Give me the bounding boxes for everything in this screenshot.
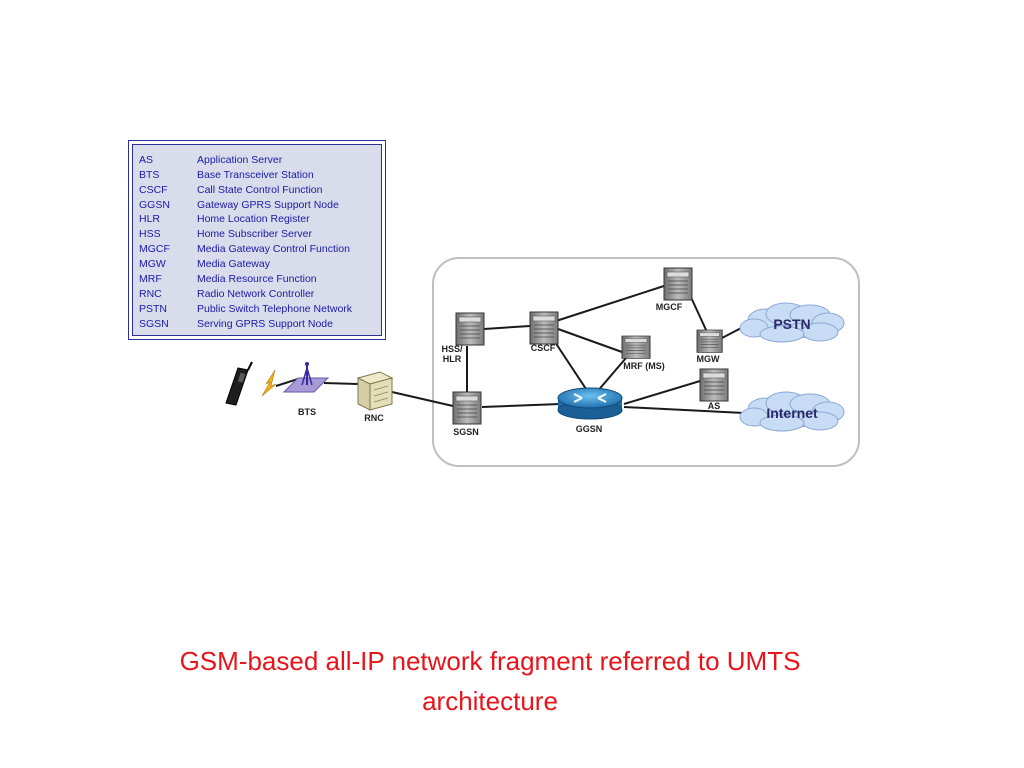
link-bts-rnc (323, 382, 359, 385)
link-sgsn-ggsn (481, 403, 561, 408)
legend-full: Call State Control Function (197, 184, 323, 196)
hss-label-line2: HLR (443, 354, 462, 364)
cscf-server-icon (529, 311, 559, 345)
legend-full: Media Resource Function (197, 273, 317, 285)
link-ggsn-internet (623, 406, 745, 414)
mrf-server-icon (621, 335, 651, 359)
mobile-handset-icon (225, 361, 253, 406)
link-ggsn-as (623, 380, 701, 405)
legend-full: Home Subscriber Server (197, 228, 312, 240)
mrf-label: MRF (MS) (623, 361, 665, 371)
ggsn-label: GGSN (576, 424, 603, 434)
legend-abbr: HLR (139, 213, 161, 225)
legend-full: Gateway GPRS Support Node (197, 199, 339, 211)
cscf-label: CSCF (531, 343, 556, 353)
legend-full: Media Gateway Control Function (197, 243, 350, 255)
hss-label-line1: HSS/ (441, 344, 463, 354)
link-cscf-mrf (557, 328, 623, 353)
pstn-label: PSTN (773, 316, 810, 332)
mgw-server-icon (696, 329, 723, 353)
legend-abbr: HSS (139, 228, 161, 240)
mgw-label: MGW (697, 354, 720, 364)
legend-abbr: MGW (139, 258, 166, 270)
network-links (275, 284, 746, 414)
legend-full: Home Location Register (197, 213, 310, 225)
link-hss-cscf (483, 325, 531, 330)
legend-full: Radio Network Controller (197, 288, 315, 300)
link-mrf-ggsn (595, 357, 627, 394)
sgsn-server-icon (452, 391, 482, 425)
mgcf-server-icon (663, 267, 693, 301)
as-server-icon (699, 368, 729, 402)
legend-abbr: GGSN (139, 199, 170, 211)
mgcf-label: MGCF (656, 302, 683, 312)
legend-abbr: BTS (139, 169, 160, 181)
radio-link-icon (261, 369, 277, 397)
slide-caption: GSM-based all-IP network fragment referr… (60, 641, 920, 721)
rnc-label: RNC (364, 413, 384, 423)
bts-label: BTS (298, 407, 316, 417)
legend-full: Serving GPRS Support Node (197, 318, 333, 330)
abbreviation-legend: AS Application Server BTS Base Transceiv… (128, 140, 386, 340)
hss-hlr-server-icon (455, 312, 485, 346)
legend-full: Media Gateway (197, 258, 270, 270)
ggsn-router-icon (557, 387, 623, 420)
legend-abbr: CSCF (139, 184, 168, 196)
caption-line-2: architecture (422, 686, 558, 716)
legend-abbr: RNC (139, 288, 162, 300)
rnc-icon (356, 371, 394, 411)
link-cscf-ggsn (550, 335, 591, 396)
legend-full: Public Switch Telephone Network (197, 303, 353, 315)
link-cscf-mgcf (555, 284, 668, 322)
legend-abbr: SGSN (139, 318, 169, 330)
legend-abbr: MGCF (139, 243, 170, 255)
sgsn-label: SGSN (453, 427, 479, 437)
legend-full: Base Transceiver Station (197, 169, 314, 181)
legend-abbr: AS (139, 154, 154, 166)
bts-icon (282, 362, 330, 393)
caption-line-1: GSM-based all-IP network fragment referr… (179, 646, 801, 676)
legend-abbr: MRF (139, 273, 162, 285)
link-handset-bts (275, 378, 299, 387)
legend-inner-panel (132, 144, 382, 336)
link-rnc-sgsn (391, 391, 454, 407)
legend-abbr: PSTN (139, 303, 168, 315)
legend-full: Application Server (197, 154, 283, 166)
internet-label: Internet (766, 405, 818, 421)
as-label: AS (708, 401, 721, 411)
